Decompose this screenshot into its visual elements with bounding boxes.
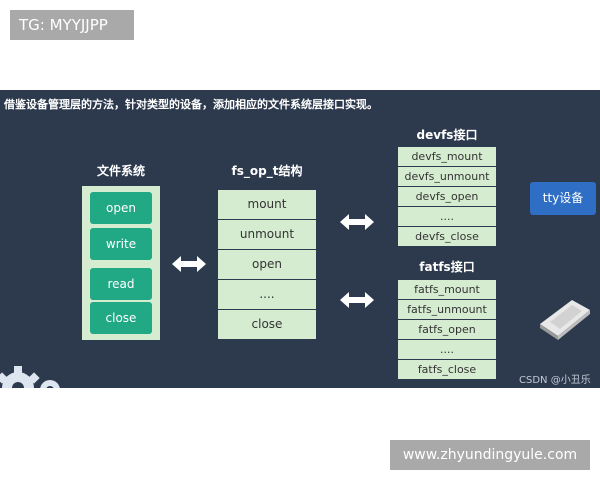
struct-title: fs_op_t结构 <box>231 164 303 178</box>
devfs-row: devfs_unmount <box>398 167 496 186</box>
struct-row-unmount: unmount <box>218 220 316 249</box>
fatfs-row: fatfs_mount <box>398 280 496 299</box>
fs-panel-title: 文件系统 <box>96 164 145 178</box>
devfs-title: devfs接口 <box>416 128 478 142</box>
fs-close-box: close <box>90 302 152 334</box>
fatfs-row: .... <box>398 340 496 359</box>
tty-device-box: tty设备 <box>530 182 596 215</box>
devfs-row: devfs_close <box>398 227 496 246</box>
fs-panel: open write read close <box>82 186 160 340</box>
double-arrow-icon <box>172 256 206 272</box>
devfs-row: .... <box>398 207 496 226</box>
watermark-top: TG: MYYJJPP <box>10 10 134 40</box>
devfs-table: devfs_mount devfs_unmount devfs_open ...… <box>398 147 496 247</box>
fatfs-table: fatfs_mount fatfs_unmount fatfs_open ...… <box>398 280 496 380</box>
devfs-row: devfs_open <box>398 187 496 206</box>
struct-row-open: open <box>218 250 316 279</box>
struct-row-mount: mount <box>218 190 316 219</box>
struct-row-close: close <box>218 310 316 339</box>
fatfs-title: fatfs接口 <box>419 260 475 274</box>
fs-open-box: open <box>90 192 152 224</box>
struct-table: mount unmount open .... close <box>218 190 316 340</box>
devfs-row: devfs_mount <box>398 147 496 166</box>
double-arrow-icon <box>340 292 374 308</box>
disk-device-icon <box>540 300 590 340</box>
double-arrow-icon <box>340 214 374 230</box>
struct-row-ellipsis: .... <box>218 280 316 309</box>
credit-text: CSDN @小丑乐 <box>519 375 591 386</box>
fatfs-row: fatfs_unmount <box>398 300 496 319</box>
fs-write-box: write <box>90 228 152 260</box>
diagram-slide: 借鉴设备管理层的方法，针对类型的设备，添加相应的文件系统层接口实现。 文件系统 … <box>0 90 600 388</box>
watermark-bottom: www.zhyundingyule.com <box>390 440 590 470</box>
fatfs-row: fatfs_close <box>398 360 496 379</box>
fatfs-row: fatfs_open <box>398 320 496 339</box>
caption: 借鉴设备管理层的方法，针对类型的设备，添加相应的文件系统层接口实现。 <box>4 98 378 111</box>
gear-icon <box>0 366 60 388</box>
fs-read-box: read <box>90 268 152 300</box>
